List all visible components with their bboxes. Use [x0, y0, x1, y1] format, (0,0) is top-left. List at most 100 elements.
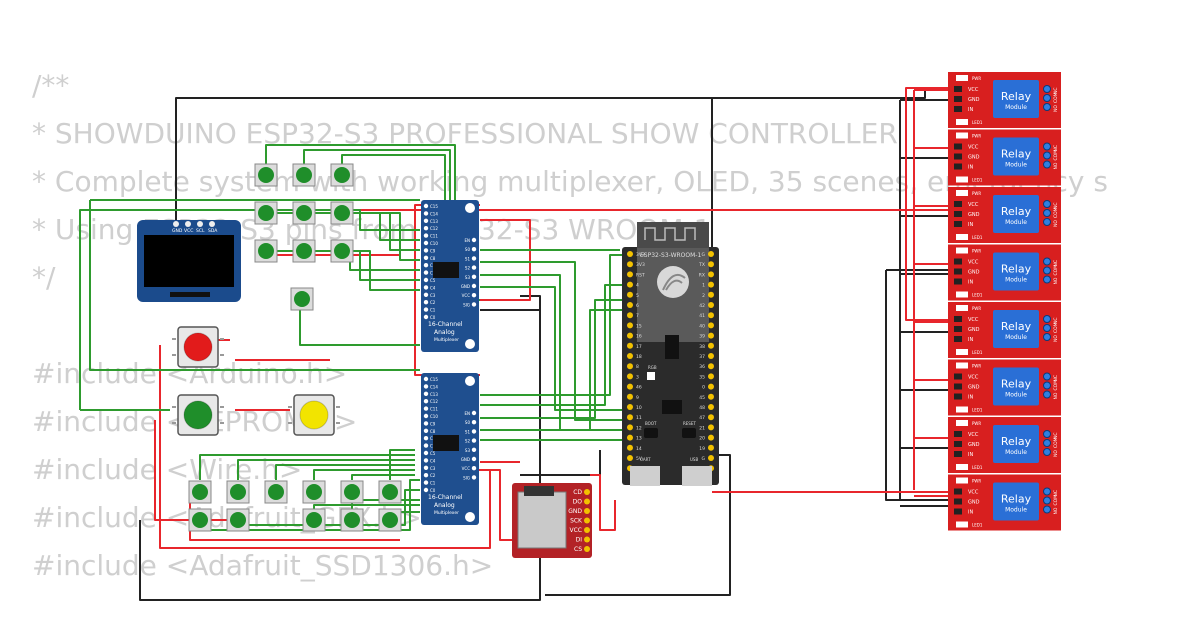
relay-cube — [993, 80, 1039, 118]
mux-pin-label: S0 — [465, 420, 471, 425]
esp32-pin — [708, 424, 714, 431]
logo-mark — [662, 274, 686, 291]
button-cap — [306, 484, 322, 500]
code-line: * SHOWDUINO ESP32-S3 PROFESSIONAL SHOW C… — [32, 117, 898, 150]
relay-pin — [954, 201, 962, 207]
usb-label: USB — [690, 457, 698, 462]
mux-pin-label: C0 — [430, 315, 436, 320]
esp32-pin — [627, 393, 633, 400]
relay-terminal — [1043, 333, 1051, 341]
relay-pwr-label: PWR — [972, 134, 981, 139]
esp32-pin-label: 38 — [699, 344, 705, 350]
relay-terminal — [1043, 200, 1051, 208]
esp32-pin-label: 7 — [636, 313, 639, 319]
mux-pin-label: C1 — [430, 481, 436, 486]
relay-pin-label: VCC — [968, 202, 979, 208]
mux-pin-label: VCC — [462, 293, 471, 298]
mux-pin — [471, 447, 477, 452]
relay-title: Relay — [1001, 493, 1032, 506]
wire — [520, 450, 601, 476]
relay-cube — [993, 137, 1039, 176]
mux-pin-label: C3 — [430, 293, 436, 298]
relay-pin-label: IN — [968, 222, 973, 228]
relay-terminal-label: COM — [1053, 92, 1059, 103]
relay-led1 — [956, 119, 968, 125]
mux-pin-label: EN — [464, 238, 470, 243]
relay-pin — [954, 336, 962, 342]
oled-pin — [173, 221, 179, 227]
scene-button-17 — [188, 508, 212, 532]
relay-terminal — [1043, 324, 1051, 332]
relay-pwr-label: PWR — [972, 364, 981, 369]
button-leg — [220, 338, 224, 340]
oled-pin-label: GND — [172, 228, 183, 234]
relay-terminal-label: NO — [1053, 105, 1059, 112]
mux-pin — [471, 475, 477, 480]
mux-pin — [423, 255, 429, 260]
mux-pin-label: C1 — [430, 308, 436, 313]
scene-button-10 — [290, 287, 314, 311]
mux-pin-label: C5 — [430, 451, 436, 456]
sd-pin — [584, 517, 590, 524]
mux-pin-label: C13 — [430, 392, 438, 397]
esp32-pin — [708, 302, 714, 308]
mux-pin — [423, 218, 429, 223]
wire — [79, 209, 420, 410]
wire — [342, 212, 420, 261]
relay-led-label: LED1 — [972, 408, 983, 413]
mux-pin-label: C14 — [430, 384, 438, 389]
mux-pin — [471, 293, 477, 298]
relay-terminal — [1043, 487, 1051, 496]
esp32-antenna — [637, 222, 709, 248]
button-leg — [172, 406, 176, 408]
wire — [199, 454, 415, 480]
relay-led-label: LED1 — [972, 523, 983, 528]
oled-pin — [197, 221, 203, 227]
scene-button-11 — [188, 480, 212, 504]
esp32-pin-label: G — [702, 252, 706, 258]
esp32-pin — [627, 342, 633, 349]
esp32-pin-label: 3V3 — [636, 262, 645, 268]
mux-pin — [471, 265, 477, 270]
mux-pin-label: S3 — [465, 275, 471, 280]
esp32-pin-label: 14 — [636, 446, 642, 452]
scene-button-6 — [330, 201, 354, 225]
relay-subtitle: Module — [1005, 507, 1027, 514]
esp32-pin — [627, 322, 633, 329]
scene-button-16 — [378, 480, 402, 504]
mux-pin-label: C6 — [430, 444, 436, 449]
button-leg — [220, 406, 224, 408]
esp32-pin-label: 13 — [636, 436, 642, 442]
esp32-pin — [627, 363, 633, 370]
relay-subtitle: Module — [1005, 449, 1027, 456]
wire — [480, 274, 622, 431]
mux-pin-label: SIG — [463, 302, 470, 307]
relay-pwr-label: PWR — [972, 76, 981, 81]
relay-cube — [993, 310, 1039, 348]
button-cap — [334, 243, 350, 259]
sd-pin — [584, 489, 590, 495]
wire — [351, 474, 415, 480]
button-cap — [344, 484, 360, 500]
mux-hole — [465, 203, 475, 213]
button-cap — [183, 400, 213, 430]
mux-pin-label: GND — [461, 284, 470, 289]
relay-pin-label: IN — [968, 452, 973, 458]
button-cap — [299, 400, 329, 430]
relay-pin — [954, 278, 962, 285]
code-line: */ — [32, 261, 56, 294]
scene-button-7 — [254, 239, 278, 263]
esp32-pin-label: RX — [699, 272, 705, 278]
mux-pin — [471, 256, 477, 261]
relay-terminal — [1043, 448, 1051, 456]
sd-pin-label: VCC — [570, 527, 582, 534]
scene-button-18 — [226, 508, 250, 532]
relay-pin-label: IN — [968, 280, 973, 286]
relay-terminal — [1043, 85, 1051, 93]
relay-terminal-label: NC — [1053, 317, 1059, 324]
mux-pin-label: C11 — [430, 234, 438, 239]
relay-pin-label: VCC — [968, 317, 979, 323]
relay-pin — [954, 163, 962, 170]
